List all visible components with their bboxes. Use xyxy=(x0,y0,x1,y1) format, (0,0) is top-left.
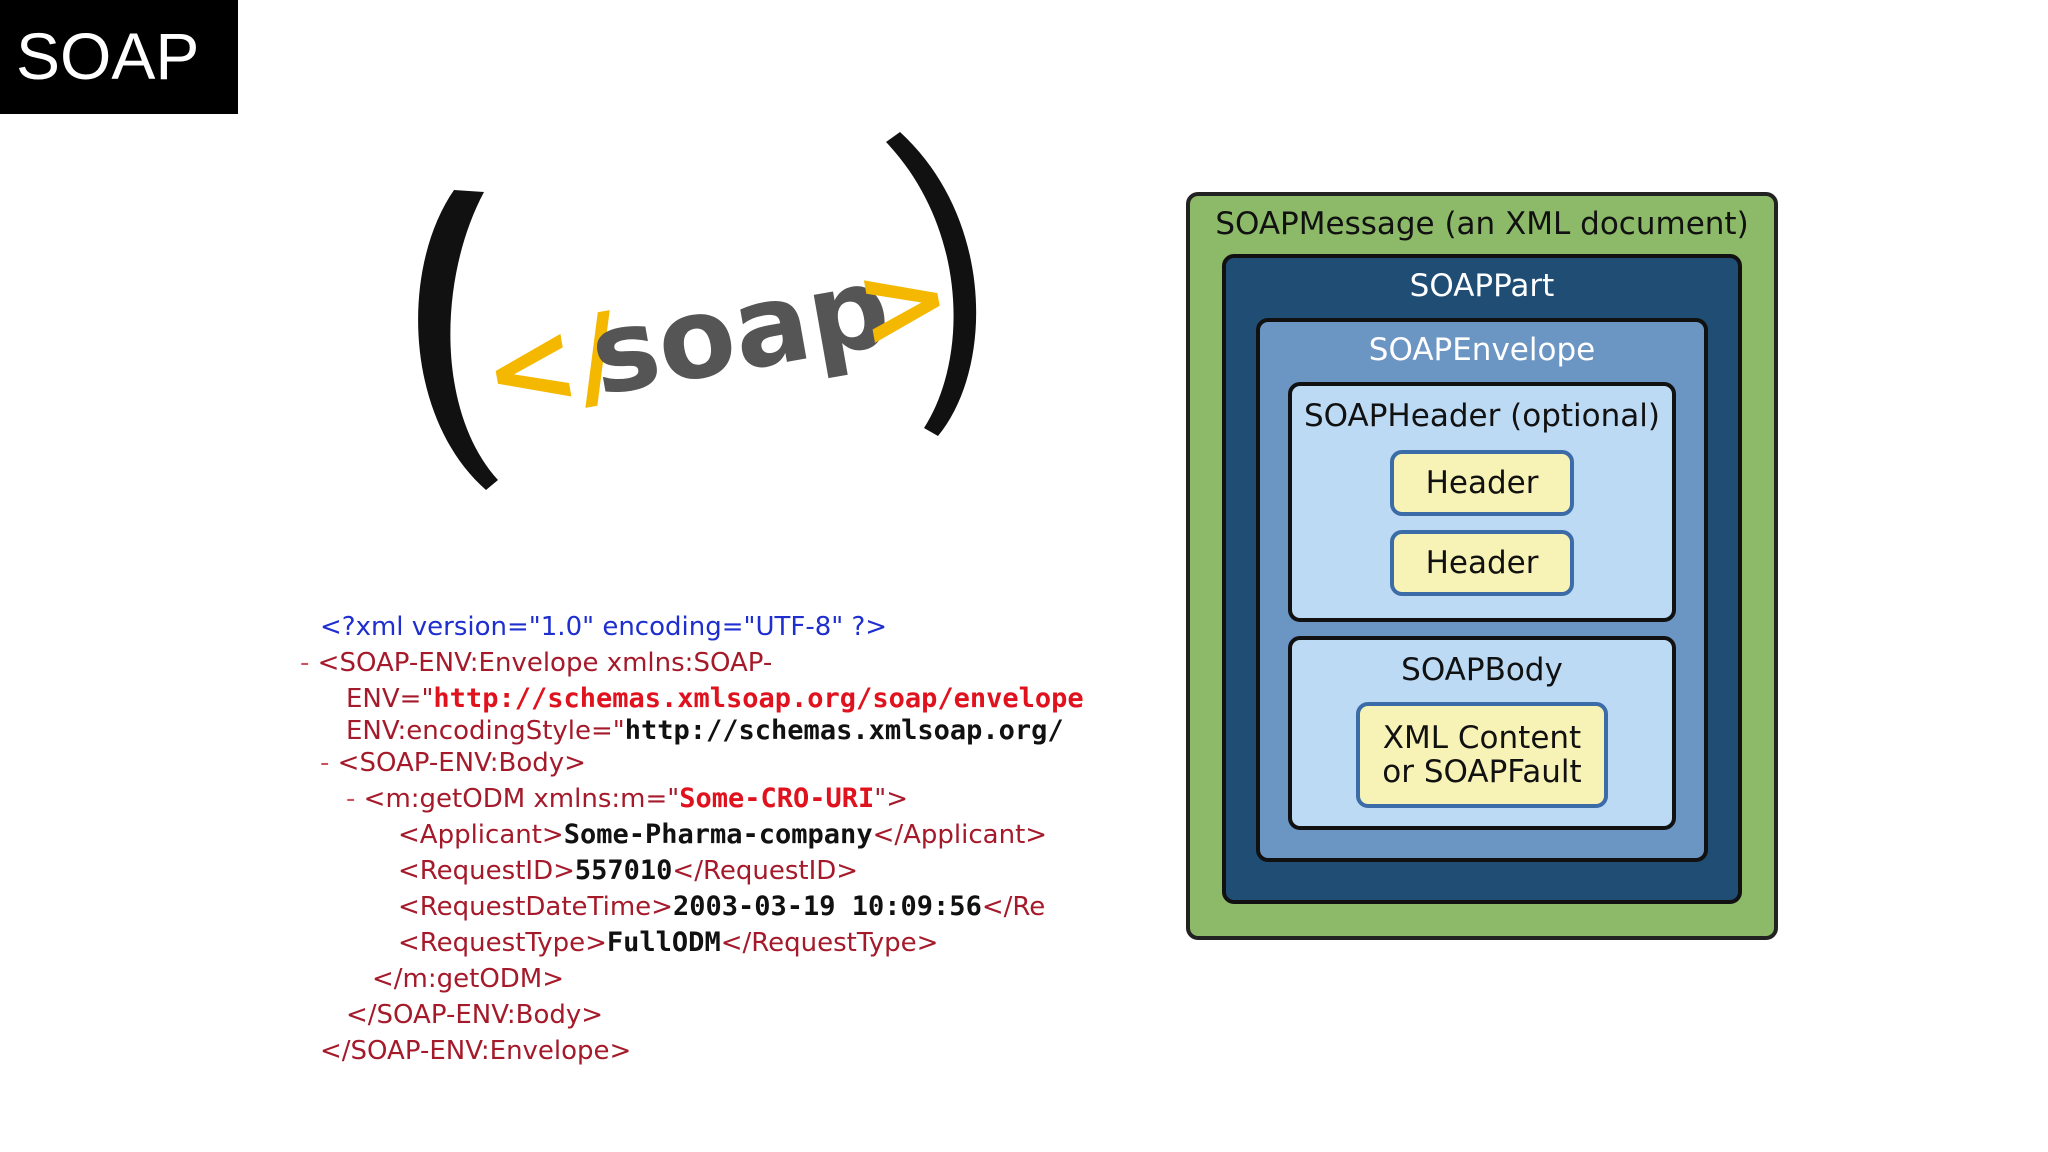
requesttype-close-tag: </RequestType> xyxy=(720,928,939,958)
soap-logo: </ soap > xyxy=(418,132,977,490)
applicant-open-tag: <Applicant> xyxy=(398,820,564,850)
soap-body-label: SOAPBody xyxy=(1401,652,1563,688)
getodm-close-tag: </m:getODM> xyxy=(372,964,565,994)
slide-title-box: SOAP xyxy=(0,0,238,114)
collapse-toggle[interactable]: - xyxy=(346,784,356,814)
soap-message-label: SOAPMessage (an XML document) xyxy=(1215,206,1749,242)
code-line-2: - <SOAP-ENV:Envelope xmlns:SOAP- xyxy=(300,646,772,680)
code-line-1: <?xml version="1.0" encoding="UTF-8" ?> xyxy=(320,610,887,644)
logo-close-bracket: > xyxy=(846,231,961,375)
code-line-13: </SOAP-ENV:Envelope> xyxy=(320,1034,631,1068)
cro-uri-value: Some-CRO-URI xyxy=(679,783,875,814)
envelope-close-tag: </SOAP-ENV:Envelope> xyxy=(320,1036,632,1066)
requestdatetime-open-tag: <RequestDateTime> xyxy=(398,892,673,922)
right-paren-icon xyxy=(886,132,977,436)
code-line-5: - <SOAP-ENV:Body> xyxy=(320,746,586,780)
applicant-close-tag: </Applicant> xyxy=(872,820,1048,850)
requestid-close-tag: </RequestID> xyxy=(672,856,859,886)
code-line-4: ENV:encodingStyle="http://schemas.xmlsoa… xyxy=(346,714,1064,748)
envelope-attr: xmlns:SOAP- xyxy=(606,648,773,678)
soap-part-label: SOAPPart xyxy=(1409,268,1555,304)
collapse-toggle[interactable]: - xyxy=(320,748,330,778)
envelope-ns-url: http://schemas.xmlsoap.org/soap/envelope xyxy=(433,683,1084,714)
xml-content-line-2: or SOAPFault xyxy=(1382,754,1582,790)
envelope-attr-cont: ENV=" xyxy=(346,684,434,714)
xml-code-sample: <?xml version="1.0" encoding="UTF-8" ?> … xyxy=(300,604,1100,1080)
xml-content-box: XML Content or SOAPFault xyxy=(1356,702,1608,808)
getodm-open-tag-end: "> xyxy=(874,784,909,814)
requestdatetime-close-tag: </Re xyxy=(981,892,1046,922)
requestid-value: 557010 xyxy=(574,855,673,886)
body-close-tag: </SOAP-ENV:Body> xyxy=(346,1000,604,1030)
code-line-12: </SOAP-ENV:Body> xyxy=(346,998,603,1032)
xml-declaration: <?xml version="1.0" encoding="UTF-8" ?> xyxy=(320,612,888,642)
logo-open-bracket: </ xyxy=(473,289,628,440)
requestid-open-tag: <RequestID> xyxy=(398,856,575,886)
slide-title: SOAP xyxy=(16,19,200,93)
body-open-tag: <SOAP-ENV:Body> xyxy=(337,748,586,778)
encoding-style-url: http://schemas.xmlsoap.org/ xyxy=(624,715,1064,746)
code-line-9: <RequestDateTime>2003-03-19 10:09:56</Re xyxy=(398,890,1045,924)
applicant-value: Some-Pharma-company xyxy=(563,819,873,850)
code-line-7: <Applicant>Some-Pharma-company</Applican… xyxy=(398,818,1047,852)
code-line-11: </m:getODM> xyxy=(372,962,564,996)
code-line-6: - <m:getODM xmlns:m="Some-CRO-URI"> xyxy=(346,782,908,816)
xml-content-line-1: XML Content xyxy=(1382,720,1582,756)
header-element-2: Header xyxy=(1390,530,1574,596)
code-line-8: <RequestID>557010</RequestID> xyxy=(398,854,858,888)
header-element-1: Header xyxy=(1390,450,1574,516)
soap-envelope-label: SOAPEnvelope xyxy=(1368,332,1596,368)
requesttype-open-tag: <RequestType> xyxy=(398,928,607,958)
requestdatetime-value: 2003-03-19 10:09:56 xyxy=(672,891,982,922)
envelope-tag: <SOAP-ENV:Envelope xyxy=(317,648,599,678)
getodm-open-tag: <m:getODM xmlns:m=" xyxy=(363,784,680,814)
requesttype-value: FullODM xyxy=(606,927,721,958)
code-line-10: <RequestType>FullODM</RequestType> xyxy=(398,926,938,960)
code-line-3: ENV="http://schemas.xmlsoap.org/soap/env… xyxy=(346,682,1084,716)
collapse-toggle[interactable]: - xyxy=(300,648,310,678)
encoding-style-attr: ENV:encodingStyle=" xyxy=(346,716,625,746)
soap-header-label: SOAPHeader (optional) xyxy=(1304,398,1660,434)
left-paren-icon xyxy=(418,190,498,490)
